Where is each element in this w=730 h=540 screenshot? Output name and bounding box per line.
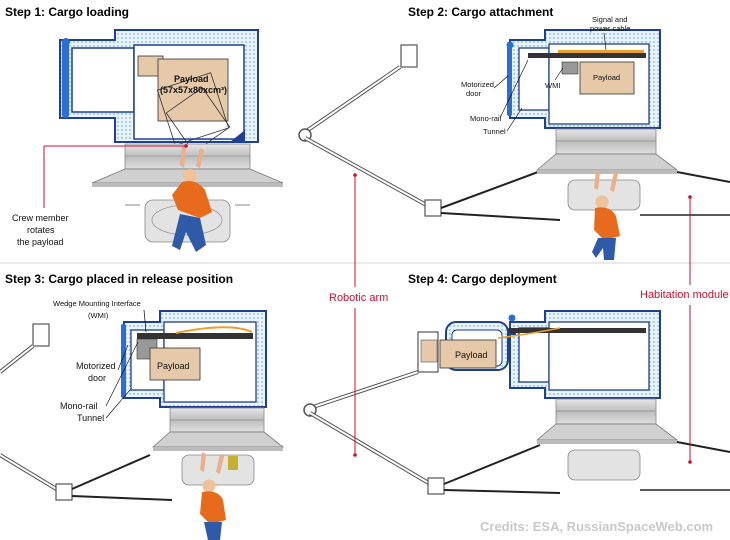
mono-rail-label-step-3: Mono-rail bbox=[60, 401, 98, 411]
signal-cable-label-line-2: power cable bbox=[590, 24, 630, 33]
module-step-3: Payload bbox=[121, 310, 267, 408]
motorized-door-label-step-2-line-2: door bbox=[466, 89, 482, 98]
wmi-label-step-3-line-1: Wedge Mounting Interface bbox=[53, 299, 141, 308]
panel-step-1: Step 1: Cargo loading Payload (57x57x80x… bbox=[5, 5, 284, 252]
crew-member-step-3 bbox=[200, 452, 226, 540]
wmi-label-step-2: WMI bbox=[545, 81, 560, 90]
payload-label-step-2: Payload bbox=[593, 73, 620, 82]
wmi-label-step-3-line-2: (WMI) bbox=[88, 311, 109, 320]
habitation-module-label: Habitation module bbox=[640, 289, 729, 301]
module-step-2: Payload bbox=[506, 29, 661, 129]
docking-port-step-4 bbox=[535, 398, 730, 491]
credits-text: Credits: ESA, RussianSpaceWeb.com bbox=[480, 519, 713, 534]
panel-step-2: Step 2: Cargo attachment Payload Sign bbox=[298, 5, 730, 260]
step-3-title: Step 3: Cargo placed in release position bbox=[5, 272, 233, 286]
payload-label-step-3: Payload bbox=[157, 361, 190, 371]
robotic-arm-label: Robotic arm bbox=[329, 292, 388, 304]
crew-member-step-1 bbox=[172, 145, 212, 252]
crew-label-line-2: rotates bbox=[27, 225, 55, 235]
tunnel-label-step-2: Tunnel bbox=[483, 127, 506, 136]
payload-step-1: Payload (57x57x80xcm³) bbox=[137, 55, 231, 153]
motorized-door-label-step-3-line-2: door bbox=[88, 373, 106, 383]
robotic-arm-upper bbox=[298, 44, 561, 221]
habitation-module-callout: Habitation module bbox=[640, 195, 729, 464]
module-step-4: Payload bbox=[417, 310, 661, 399]
robotic-arm-lower bbox=[303, 370, 561, 495]
crew-label-line-3: the payload bbox=[17, 237, 64, 247]
step-1-title: Step 1: Cargo loading bbox=[5, 5, 129, 19]
panel-step-4: Step 4: Cargo deployment Payload bbox=[303, 272, 730, 495]
signal-cable-label-line-1: Signal and bbox=[592, 15, 627, 24]
robotic-arm-callout: Robotic arm bbox=[329, 173, 388, 457]
tunnel-label-step-3: Tunnel bbox=[77, 413, 104, 423]
motorized-door-label-step-3-line-1: Motorized bbox=[76, 361, 116, 371]
payload-size-label: (57x57x80xcm³) bbox=[160, 85, 227, 95]
robotic-arm-left bbox=[0, 323, 173, 501]
crew-leader-step-1 bbox=[43, 144, 188, 208]
docking-port-step-1 bbox=[91, 143, 284, 243]
crew-label-line-1: Crew member bbox=[12, 213, 69, 223]
payload-label-step-4: Payload bbox=[455, 350, 488, 360]
docking-port-step-3 bbox=[151, 407, 285, 486]
step-4-title: Step 4: Cargo deployment bbox=[408, 272, 557, 286]
mono-rail-label-step-2: Mono-rail bbox=[470, 114, 502, 123]
step-2-title: Step 2: Cargo attachment bbox=[408, 5, 553, 19]
crew-member-step-2 bbox=[592, 170, 620, 260]
payload-title-label: Payload bbox=[174, 74, 209, 84]
motorized-door-label-step-2-line-1: Motorized bbox=[461, 80, 494, 89]
panel-step-3: Step 3: Cargo placed in release position… bbox=[0, 272, 285, 540]
docking-port-step-2 bbox=[535, 128, 730, 216]
